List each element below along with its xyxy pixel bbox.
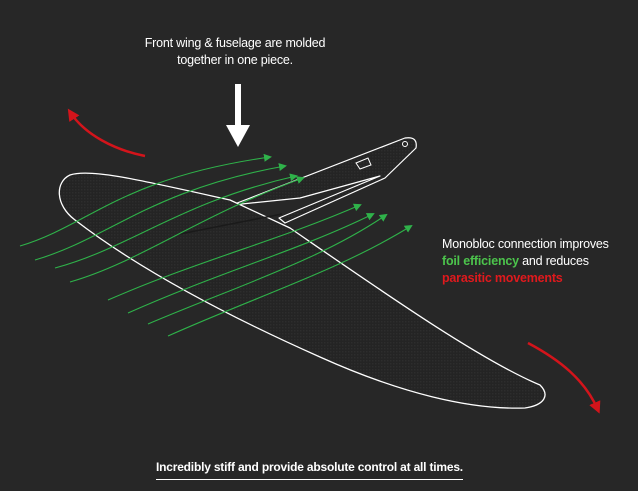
mast-screw-hole	[402, 141, 408, 147]
fuselage	[231, 137, 417, 224]
top-caption: Front wing & fuselage are molded togethe…	[120, 35, 350, 69]
airflow-line	[127, 213, 375, 314]
airflow-line	[147, 213, 388, 325]
footer-tagline: Incredibly stiff and provide absolute co…	[156, 459, 463, 480]
foil-efficiency-highlight: foil efficiency	[442, 254, 519, 268]
airflow-line	[54, 173, 298, 269]
front-wing	[58, 172, 546, 409]
wing-root-line	[179, 213, 283, 235]
airflow-line	[19, 153, 272, 247]
right-caption-line: foil efficiency and reduces	[442, 253, 638, 270]
right-caption-line: Monobloc connection improves	[442, 237, 609, 251]
top-caption-line: Front wing & fuselage are molded	[144, 36, 326, 50]
airflow-line	[34, 163, 287, 261]
curved-arrow-icon	[527, 341, 601, 414]
curved-arrow-icon	[67, 108, 146, 158]
parasitic-movements-highlight: parasitic movements	[442, 271, 563, 285]
right-caption-text: and reduces	[518, 254, 589, 268]
right-caption: Monobloc connection improves foil effici…	[442, 236, 638, 287]
mast-slot	[355, 157, 372, 170]
down-arrow-icon	[226, 84, 250, 147]
airflow-line	[167, 224, 413, 337]
top-caption-line: together in one piece.	[177, 53, 293, 67]
airflow-line	[107, 203, 362, 301]
airflow-lines	[19, 153, 413, 337]
airflow-line	[69, 176, 305, 283]
